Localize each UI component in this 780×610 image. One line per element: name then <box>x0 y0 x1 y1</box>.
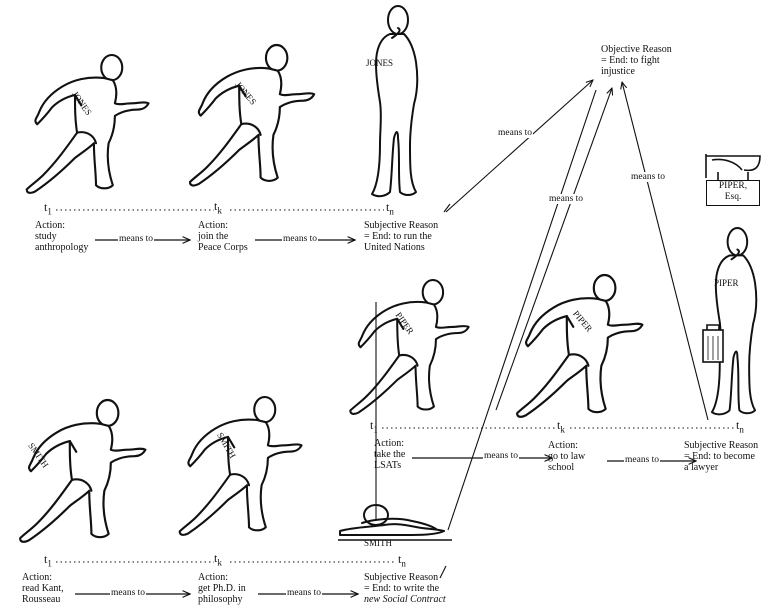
piper-tick-k: tk <box>557 418 565 434</box>
piper-tick-1: t1 <box>370 418 378 434</box>
jones-means-label-1: means to <box>118 234 154 244</box>
jones-action-1: Action:study anthropology <box>35 220 88 253</box>
piper-action-1: Action:take the LSATs <box>374 438 405 471</box>
piper-subjective-reason: Subjective Reason= End: to become a lawy… <box>684 440 758 473</box>
piper-name-3: PIPER <box>714 278 739 289</box>
jones-name-3: JONES <box>366 58 393 69</box>
smith-action-2: Action:get Ph.D. in philosophy <box>198 572 246 605</box>
piper-sign: PIPER, Esq. <box>706 180 760 206</box>
objective-arrow-jones <box>446 80 593 212</box>
smith-tick-n: tn <box>398 552 406 568</box>
smith-figure-running-2 <box>180 397 302 535</box>
piper-figure-running-1 <box>350 280 468 414</box>
jones-figure-standing <box>372 6 417 196</box>
piper-means-label-2: means to <box>624 455 660 465</box>
smith-means-label-1: means to <box>110 588 146 598</box>
jones-means-label-2: means to <box>282 234 318 244</box>
piper-action-2: Action:go to law school <box>548 440 585 473</box>
jones-subjective-reason: Subjective Reason= End: to run the Unite… <box>364 220 438 253</box>
objective-means-label-1: means to <box>497 128 533 138</box>
jones-figure-running-2 <box>190 45 314 186</box>
piper-means-label-1: means to <box>483 451 519 461</box>
piper-tick-n: tn <box>736 418 744 434</box>
smith-figure-lying <box>340 505 444 535</box>
jones-tick-n: tn <box>386 200 394 216</box>
jones-figure-running-1 <box>27 55 149 193</box>
smith-name-3: SMITH <box>364 538 392 549</box>
objective-reason: Objective Reason= End: to fight injustic… <box>601 44 672 77</box>
briefcase-icon <box>703 325 723 362</box>
jones-tick-k: tk <box>214 199 222 215</box>
objective-means-label-3: means to <box>630 172 666 182</box>
smith-figure-running-1 <box>20 400 145 542</box>
objective-means-label-2: means to <box>548 194 584 204</box>
sign-bracket-icon <box>706 154 760 180</box>
jones-tick-1: t1 <box>44 200 52 216</box>
smith-tick-1: t1 <box>44 552 52 568</box>
smith-tick-k: tk <box>214 551 222 567</box>
smith-action-1: Action:read Kant, Rousseau <box>22 572 64 605</box>
piper-figure-running-2 <box>517 275 642 417</box>
jones-action-2: Action:join the Peace Corps <box>198 220 248 253</box>
objective-arrow-piper-2 <box>622 82 708 420</box>
piper-figure-standing <box>712 228 756 414</box>
smith-means-label-2: means to <box>286 588 322 598</box>
